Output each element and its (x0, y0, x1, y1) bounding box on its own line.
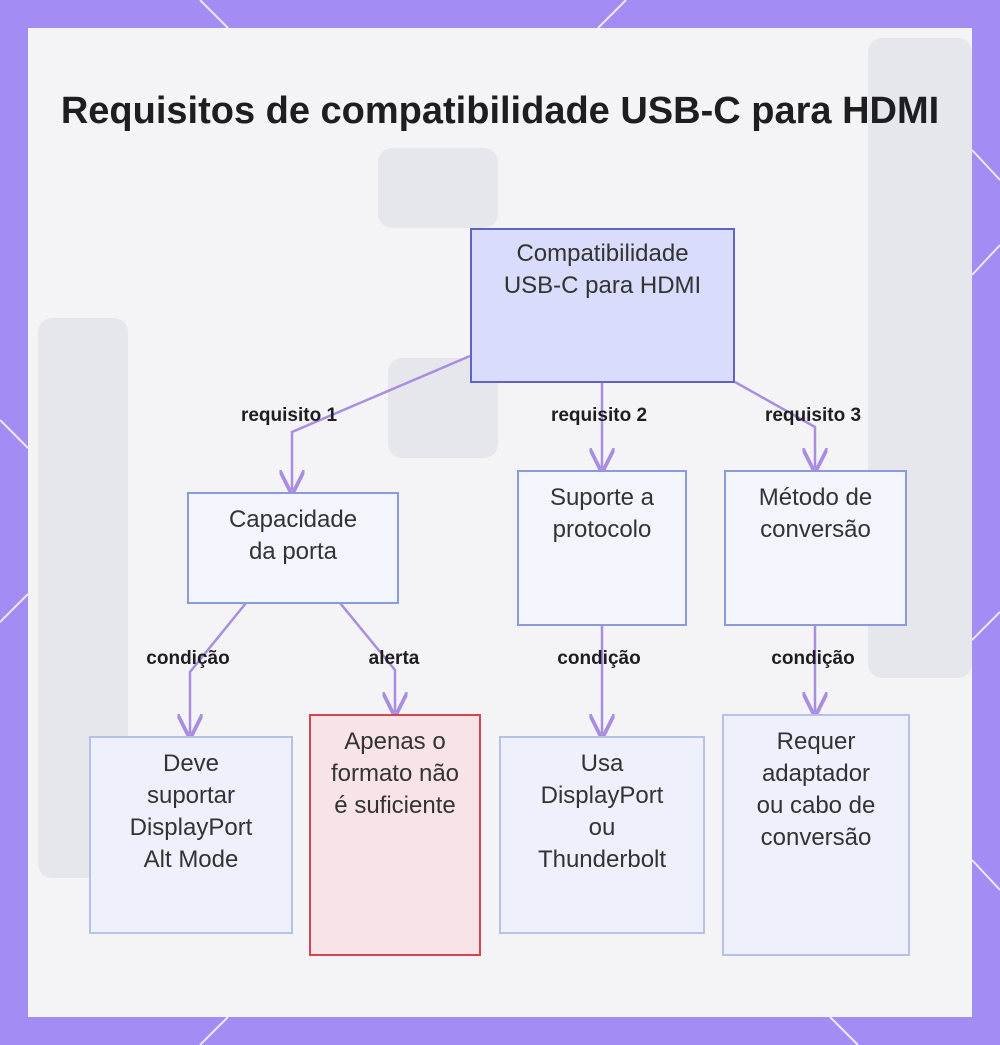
node-displayport-thunderbolt: Usa DisplayPort ou Thunderbolt (499, 736, 705, 934)
edge-label-alert: alerta (369, 648, 420, 670)
node-adapter-cable: Requer adaptador ou cabo de conversão (722, 714, 910, 956)
edge-label-cond3: condição (771, 648, 854, 670)
node-displayport-thunderbolt-label: Usa DisplayPort ou Thunderbolt (527, 748, 677, 876)
edge-label-req3: requisito 3 (765, 405, 861, 427)
node-shape-not-enough-label: Apenas o formato não é suficiente (330, 726, 460, 822)
node-port-capacity: Capacidade da porta (187, 492, 399, 604)
node-adapter-cable-label: Requer adaptador ou cabo de conversão (746, 726, 886, 854)
node-shape-not-enough: Apenas o formato não é suficiente (309, 714, 481, 956)
edge-label-cond2: condição (557, 648, 640, 670)
edge-label-req2: requisito 2 (551, 405, 647, 427)
node-conversion-method: Método de conversão (724, 470, 907, 626)
edge-label-req1: requisito 1 (241, 405, 337, 427)
node-protocol-support: Suporte a protocolo (517, 470, 687, 626)
node-displayport-alt: Deve suportar DisplayPort Alt Mode (89, 736, 293, 934)
edge-label-cond1: condição (146, 648, 229, 670)
node-conversion-method-label: Método de conversão (746, 482, 886, 546)
node-port-capacity-label: Capacidade da porta (218, 504, 368, 568)
node-displayport-alt-label: Deve suportar DisplayPort Alt Mode (116, 748, 266, 876)
node-root: Compatibilidade USB-C para HDMI (470, 228, 735, 383)
node-root-label: Compatibilidade USB-C para HDMI (503, 238, 703, 302)
node-protocol-support-label: Suporte a protocolo (537, 482, 667, 546)
